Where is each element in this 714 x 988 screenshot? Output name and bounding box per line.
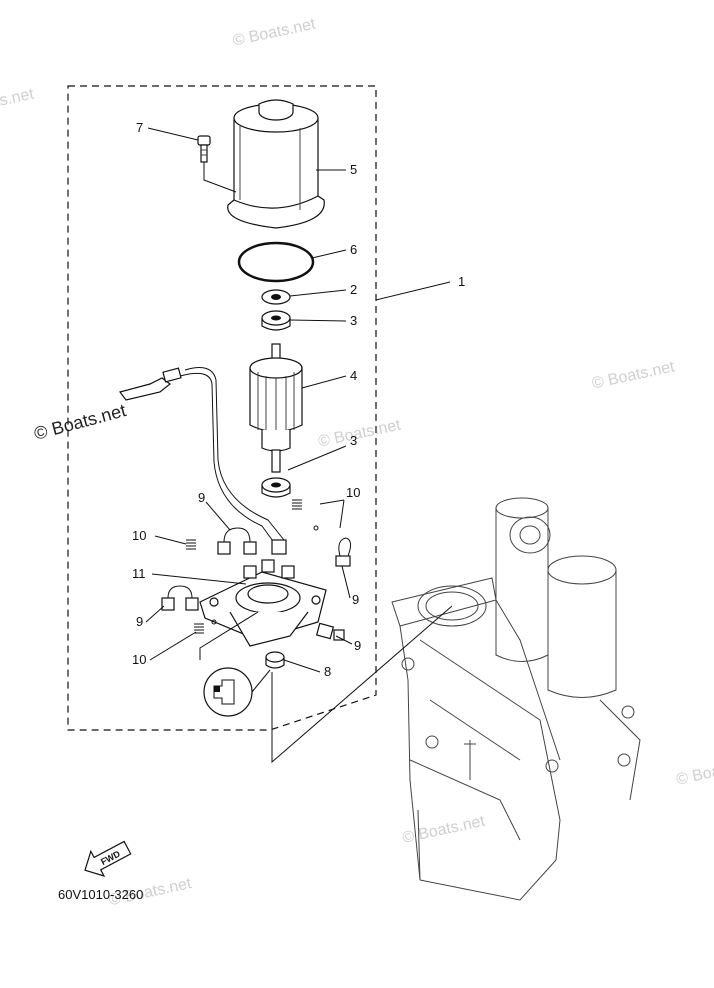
- callout-4: 4: [350, 368, 357, 383]
- watermark-dark: © Boats.net: [32, 400, 128, 444]
- callout-2: 2: [350, 282, 357, 297]
- callout-3-lower: 3: [350, 433, 357, 448]
- callout-1: 1: [458, 274, 465, 289]
- detail-inset: [203, 667, 271, 717]
- o-ring: [237, 241, 315, 283]
- diagram-code: 60V1010-3260: [58, 887, 143, 902]
- callout-10-left: 10: [132, 528, 146, 543]
- callout-9-right: 9: [352, 592, 359, 607]
- watermark-4: © Boats.net: [317, 417, 403, 451]
- callout-9-top: 9: [198, 490, 205, 505]
- callout-11: 11: [132, 566, 146, 581]
- watermark-2: © Boats.net: [231, 15, 317, 49]
- assembly-boundary: [67, 85, 377, 731]
- callout-5: 5: [350, 162, 357, 177]
- callout-10-right: 10: [346, 485, 360, 500]
- collar: [265, 651, 285, 669]
- oil-seal: [261, 289, 291, 305]
- spring-left-bottom: [194, 619, 217, 634]
- brush-top: [217, 527, 257, 555]
- brush-holder-base: [199, 539, 327, 647]
- callout-10-bottom: 10: [132, 652, 146, 667]
- brush-bottom-right: [315, 622, 345, 641]
- spring-right-top: [292, 499, 319, 531]
- fwd-arrow: FWD: [84, 840, 132, 877]
- callout-7: 7: [136, 120, 143, 135]
- bearing-lower: [261, 477, 291, 498]
- callout-3-upper: 3: [350, 313, 357, 328]
- watermark-8: © Boats.net: [675, 754, 714, 788]
- watermark-5: © Boats.net: [591, 358, 677, 392]
- trim-tilt-unit: [391, 497, 641, 901]
- armature: [249, 343, 303, 473]
- callout-6: 6: [350, 242, 357, 257]
- bearing-upper: [261, 310, 291, 331]
- callout-9-bottom: 9: [354, 638, 361, 653]
- screw: [197, 135, 211, 163]
- motor-yoke: [227, 99, 325, 229]
- brush-right: [335, 537, 352, 567]
- watermarks: © Boats.net © Boats.net © Boats.net © Bo…: [0, 15, 714, 909]
- spring-left-top: [186, 539, 196, 550]
- callouts: 1 2 3 3 4 5 6 7 8 9 9 9 9 10 10 10 11: [132, 120, 465, 679]
- lead-wire: [118, 367, 285, 549]
- leader-lines: [145, 127, 453, 764]
- callout-9-left: 9: [136, 614, 143, 629]
- callout-8: 8: [324, 664, 331, 679]
- brush-left: [161, 585, 199, 611]
- watermark-1: © Boats.net: [0, 86, 36, 120]
